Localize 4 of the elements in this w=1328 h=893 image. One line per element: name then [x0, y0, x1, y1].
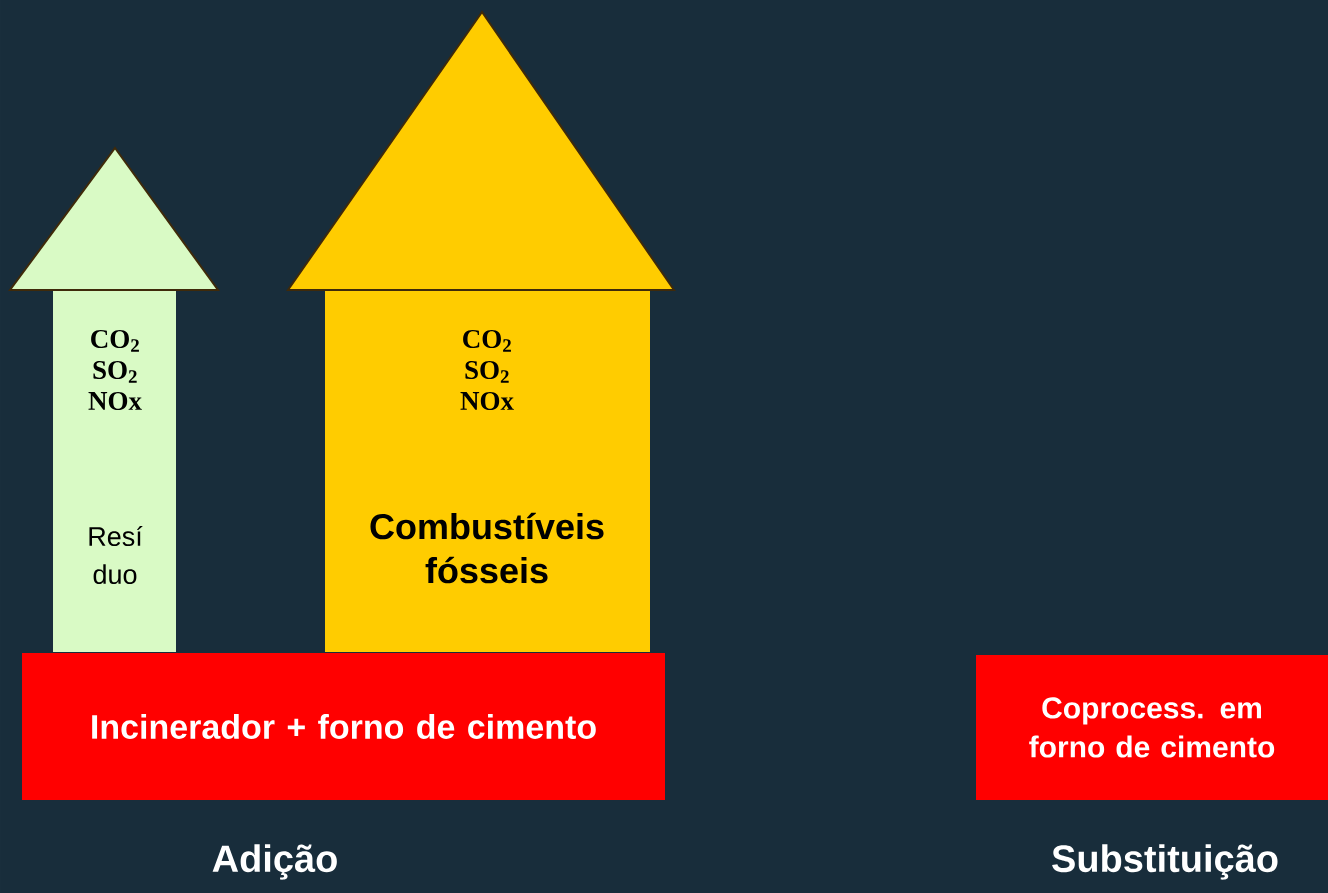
process-box: Coprocess. em forno de cimento	[976, 655, 1328, 800]
caption-label: Substituição	[1052, 844, 1278, 880]
process-box: Incinerador + forno de cimento	[22, 653, 665, 800]
caption-label: Adição	[212, 844, 337, 880]
